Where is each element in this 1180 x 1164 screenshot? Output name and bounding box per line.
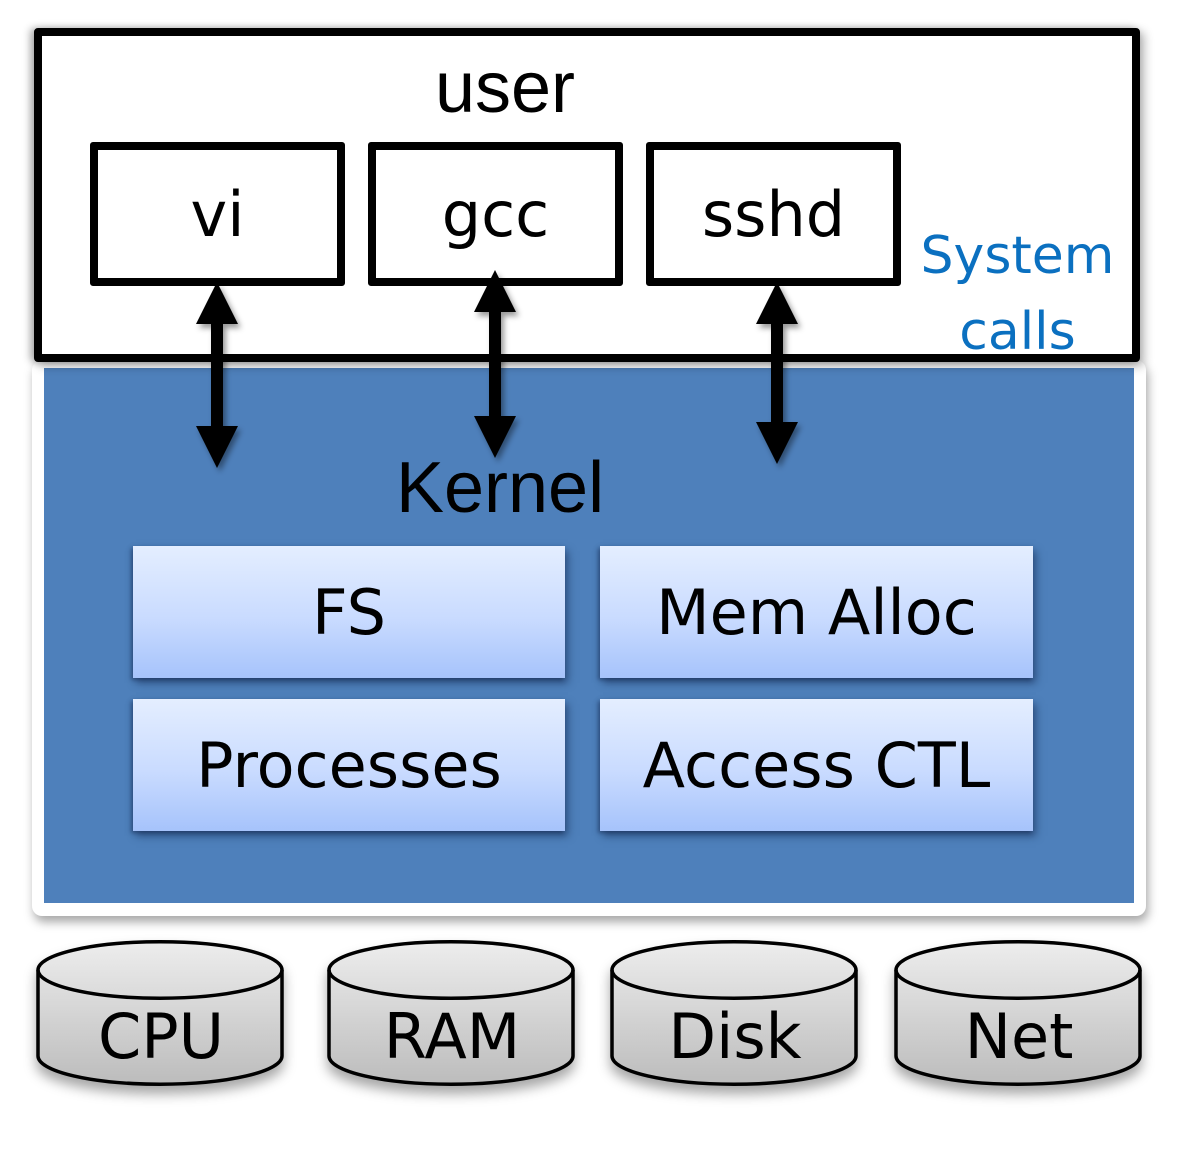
process-label: gcc xyxy=(441,177,550,251)
process-sshd: sshd xyxy=(646,142,901,286)
cylinder-label: RAM xyxy=(383,999,521,1073)
process-label: sshd xyxy=(701,177,846,251)
kernel-module-mem-alloc: Mem Alloc xyxy=(600,546,1033,678)
hardware-ram: RAM xyxy=(327,940,577,1100)
module-label: Mem Alloc xyxy=(656,575,977,649)
cylinder-label: Net xyxy=(964,999,1074,1073)
process-label: vi xyxy=(190,177,245,251)
double-arrow-icon xyxy=(474,270,516,458)
cylinder-icon xyxy=(327,940,575,1086)
system-calls-line2: calls xyxy=(959,302,1076,362)
module-label: Processes xyxy=(196,728,502,802)
double-arrow-icon xyxy=(196,282,238,468)
cylinder-icon xyxy=(610,940,858,1086)
hardware-cpu: CPU xyxy=(36,940,286,1100)
system-calls-label: System calls xyxy=(910,218,1125,370)
cylinder-icon xyxy=(36,940,284,1086)
cylinder-icon xyxy=(894,940,1142,1086)
kernel-module-processes: Processes xyxy=(133,699,565,831)
syscall-arrow-sshd xyxy=(754,282,800,472)
system-calls-line1: System xyxy=(920,226,1115,286)
module-label: Access CTL xyxy=(642,728,991,802)
kernel-module-access-ctl: Access CTL xyxy=(600,699,1033,831)
hardware-net: Net xyxy=(894,940,1144,1100)
syscall-arrow-vi xyxy=(194,282,240,472)
kernel-label: Kernel xyxy=(395,448,605,528)
process-gcc: gcc xyxy=(368,142,623,286)
double-arrow-icon xyxy=(756,282,798,464)
process-vi: vi xyxy=(90,142,345,286)
module-label: FS xyxy=(312,575,386,649)
hardware-disk: Disk xyxy=(610,940,860,1100)
user-space-label: user xyxy=(434,48,576,128)
syscall-arrow-gcc xyxy=(472,270,518,460)
kernel-module-fs: FS xyxy=(133,546,565,678)
cylinder-label: CPU xyxy=(97,999,225,1073)
cylinder-label: Disk xyxy=(668,999,802,1073)
